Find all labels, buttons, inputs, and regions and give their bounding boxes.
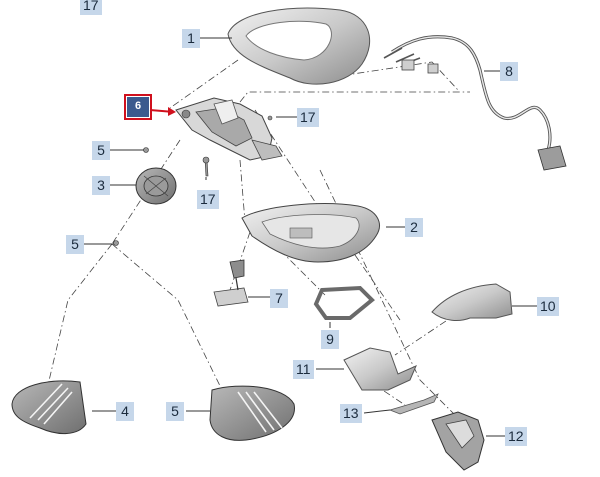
callout-17-top: 17 [80, 0, 102, 15]
mirror-cap-part-1 [227, 7, 371, 85]
highlight-arrow-icon [168, 107, 176, 116]
callout-9: 9 [321, 330, 339, 349]
mirror-glass-part-5 [209, 385, 295, 441]
callout-7: 7 [270, 289, 288, 308]
callout-6-highlighted: 6 [124, 94, 152, 120]
callout-2: 2 [405, 218, 423, 237]
callout-17-middle: 17 [297, 108, 319, 127]
seal-part-13 [388, 393, 439, 415]
callout-12: 12 [505, 427, 527, 446]
callout-13: 13 [340, 404, 362, 423]
leader-lines [84, 37, 540, 437]
side-lamp-part-7 [213, 259, 249, 307]
mirror-glass-part-4 [11, 380, 87, 434]
gasket-part-9 [313, 285, 375, 320]
lower-housing-part-2 [241, 203, 380, 263]
adjust-motor-part-3 [135, 167, 177, 205]
callout-10: 10 [537, 297, 559, 316]
callout-3: 3 [92, 176, 110, 195]
callout-17-lower: 17 [197, 190, 219, 209]
callout-8: 8 [500, 62, 518, 81]
mirror-bracket-part-6 [175, 97, 283, 161]
callout-5-middle: 5 [66, 235, 84, 254]
callout-5-lower: 5 [166, 402, 184, 421]
callout-4: 4 [116, 402, 134, 421]
callout-11: 11 [293, 360, 314, 379]
mount-base-part-12 [431, 411, 485, 471]
screws [113, 115, 273, 246]
base-cover-part-11 [343, 347, 417, 391]
wiring-harness-part-8 [383, 35, 567, 171]
trim-piece-part-10 [431, 283, 513, 321]
callout-1: 1 [182, 29, 200, 48]
callout-5-upper: 5 [92, 141, 110, 160]
